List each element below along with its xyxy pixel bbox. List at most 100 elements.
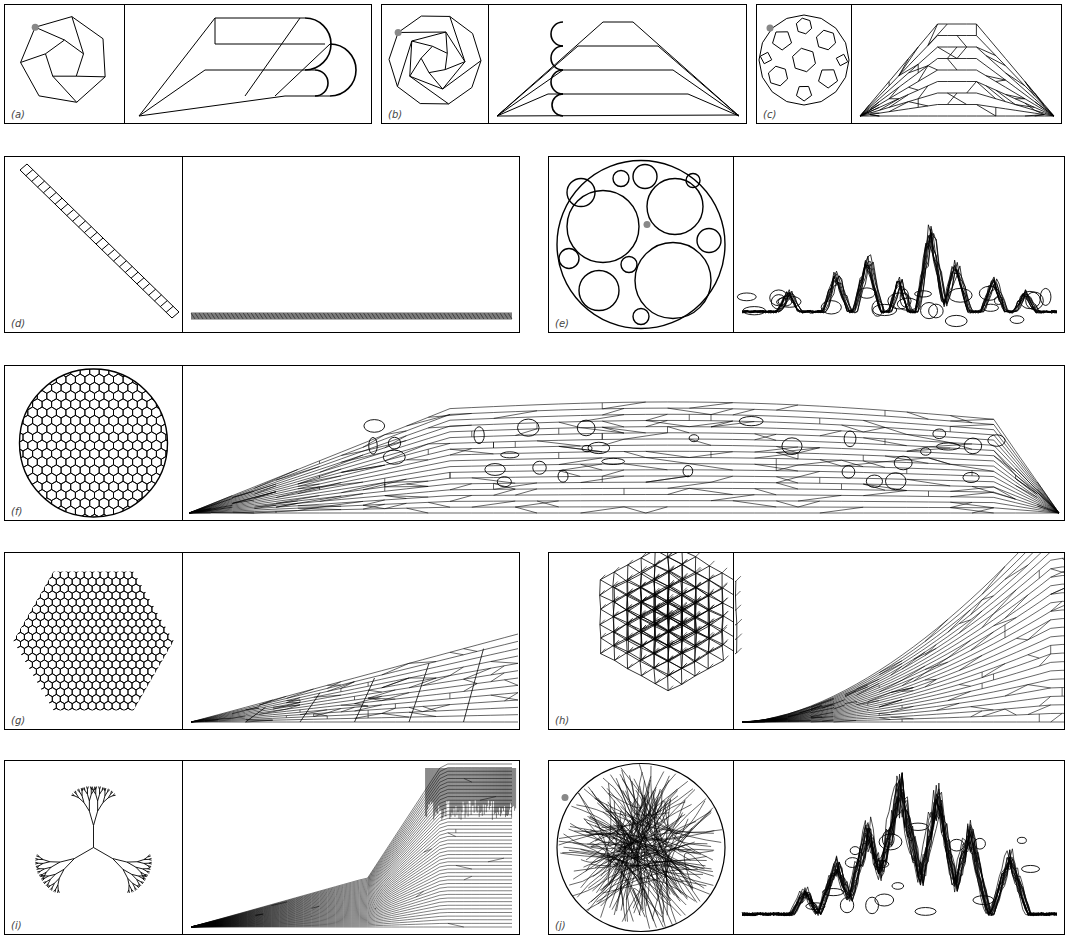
graph-edge <box>641 569 646 574</box>
graph-edge <box>689 414 690 420</box>
graph-edge <box>89 794 91 801</box>
graph-edge <box>439 768 440 811</box>
graph-edge <box>219 313 223 319</box>
graph-edge <box>97 801 98 811</box>
graph-edge <box>646 476 690 482</box>
graph-edge <box>696 557 710 566</box>
graph-edge <box>708 610 722 616</box>
graph-edge <box>515 501 559 507</box>
graph-edge <box>141 882 143 884</box>
graph-edge <box>742 773 1057 916</box>
graph-edge <box>37 871 40 873</box>
graph-edge <box>600 590 605 595</box>
graph-edge <box>870 113 880 114</box>
graph-edge <box>189 476 1059 513</box>
graph-edge <box>148 854 150 856</box>
graph-edge <box>689 439 711 445</box>
graph-edge <box>433 768 434 820</box>
graph-edge <box>191 641 518 722</box>
graph-edge <box>102 244 109 250</box>
graph-edge <box>723 598 728 603</box>
graph-edge <box>474 768 475 813</box>
graph-edge <box>994 456 1016 472</box>
graph-edge <box>722 589 724 603</box>
graph-edge <box>708 653 709 668</box>
graph-edge <box>982 709 1005 716</box>
graph-edge <box>191 317 512 318</box>
graph-edge <box>696 588 708 596</box>
graph-edge <box>199 313 203 319</box>
graph-edge <box>708 596 709 611</box>
graph-edge <box>810 720 811 722</box>
graph-edge <box>722 630 733 639</box>
graph-edge <box>742 576 1064 722</box>
self-loop <box>1040 288 1051 305</box>
graph-edge <box>816 30 835 50</box>
graph-edge <box>902 705 903 708</box>
graph-edge <box>696 637 709 646</box>
graph-edge <box>46 879 50 881</box>
graph-edge <box>137 860 144 862</box>
graph-edge <box>35 27 64 40</box>
graph-edge <box>722 583 727 588</box>
graph-edge <box>497 70 563 116</box>
graph-edge <box>472 768 473 806</box>
graph-edge <box>694 662 696 676</box>
graph-edge <box>382 678 409 688</box>
graph-edge <box>641 642 646 647</box>
graph-edge <box>1028 705 1051 715</box>
graph-edge <box>149 289 156 295</box>
graph-edge <box>708 603 722 611</box>
graph-edge <box>87 787 89 790</box>
graph-edge <box>681 581 696 588</box>
graph-edge <box>424 313 428 319</box>
graph-edge <box>776 477 798 483</box>
graph-edge <box>655 684 668 691</box>
graph-edge <box>1044 106 1054 116</box>
graph-edge <box>112 794 114 796</box>
graph-edge <box>696 587 709 594</box>
graph-edge <box>473 768 474 806</box>
graph-edge <box>137 879 139 883</box>
graph-edge <box>640 603 641 619</box>
graph-edge <box>681 581 682 594</box>
graph-edge <box>42 876 44 878</box>
graph-edge <box>363 479 407 490</box>
graph-edge <box>450 472 451 478</box>
panel-drawing <box>189 402 1059 513</box>
graph-edge <box>320 482 364 487</box>
graph-edge <box>627 596 629 611</box>
graph-edge <box>668 595 681 603</box>
graph-edge <box>628 669 642 676</box>
graph-edge <box>385 481 429 482</box>
graph-edge <box>614 572 627 581</box>
graph-edge <box>448 313 452 319</box>
self-loop <box>948 288 972 302</box>
graph-edge <box>21 17 106 103</box>
graph-edge <box>624 488 625 494</box>
self-loop <box>388 437 400 449</box>
graph-edge <box>982 596 993 600</box>
panel-drawing <box>191 634 518 722</box>
graph-edge <box>513 768 514 806</box>
graph-edge <box>788 720 811 721</box>
graph-edge <box>1062 688 1063 697</box>
graph-edge <box>1062 553 1064 558</box>
graph-edge <box>43 881 46 883</box>
graph-edge <box>950 426 951 431</box>
graph-edge <box>40 869 44 871</box>
graph-edge <box>276 487 320 498</box>
graph-edge <box>669 564 682 572</box>
graph-edge <box>669 615 674 620</box>
graph-edge <box>950 419 994 421</box>
graph-edge <box>232 716 246 718</box>
graph-edge <box>191 313 195 319</box>
graph-edge <box>74 792 76 794</box>
graph-edge <box>709 605 714 610</box>
graph-edge <box>879 718 890 720</box>
graph-edge <box>189 482 1059 513</box>
graph-edge <box>129 885 131 889</box>
graph-edge <box>76 794 78 798</box>
self-loop <box>369 437 378 454</box>
graph-edge <box>1051 584 1064 594</box>
